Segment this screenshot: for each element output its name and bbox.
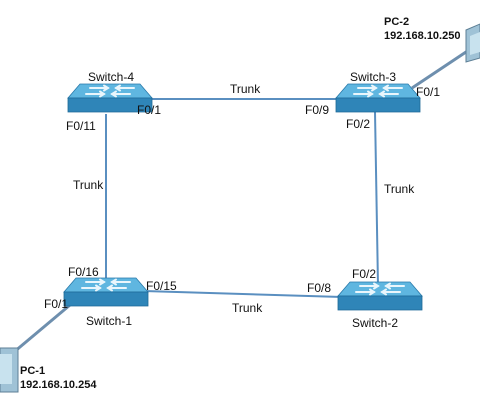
port-label-sw4-f0-11: F0/11	[66, 119, 96, 133]
switch-3-icon	[335, 83, 421, 113]
pc2-ip-label: 192.168.10.250	[384, 30, 461, 42]
port-label-sw2-f0-8: F0/8	[307, 281, 332, 295]
link-label-left: Trunk	[73, 178, 104, 192]
switch-1-label: Switch-1	[86, 314, 133, 328]
pc1-ip-label: 192.168.10.254	[20, 379, 97, 391]
port-label-sw3-f0-1: F0/1	[416, 85, 441, 99]
link-label-bottom: Trunk	[232, 301, 263, 315]
link-label-top: Trunk	[230, 82, 261, 96]
port-label-sw1-f0-16: F0/16	[68, 265, 99, 279]
switch-3-label: Switch-3	[350, 70, 397, 84]
port-label-sw2-f0-2: F0/2	[352, 267, 377, 281]
switch-2-icon	[337, 281, 423, 311]
pc2-name-label: PC-2	[384, 16, 410, 28]
port-label-sw1-f0-1: F0/1	[44, 297, 69, 311]
switch-4-label: Switch-4	[88, 70, 135, 84]
trunk-link-right	[374, 111, 379, 287]
port-label-sw3-f0-9: F0/9	[305, 103, 330, 117]
pc1-name-label: PC-1	[20, 365, 46, 377]
pc1-icon	[0, 347, 19, 393]
switch-1-icon	[63, 277, 149, 307]
trunk-link-bottom	[143, 290, 343, 298]
pc1-link	[13, 303, 71, 354]
port-label-sw1-f0-15: F0/15	[146, 279, 177, 293]
pc2-link	[411, 46, 473, 90]
link-label-right: Trunk	[384, 182, 415, 196]
port-label-sw4-f0-1: F0/1	[137, 103, 162, 117]
switch-2-label: Switch-2	[352, 316, 399, 330]
pc2-icon	[465, 23, 480, 63]
port-label-sw3-f0-2: F0/2	[346, 117, 371, 131]
